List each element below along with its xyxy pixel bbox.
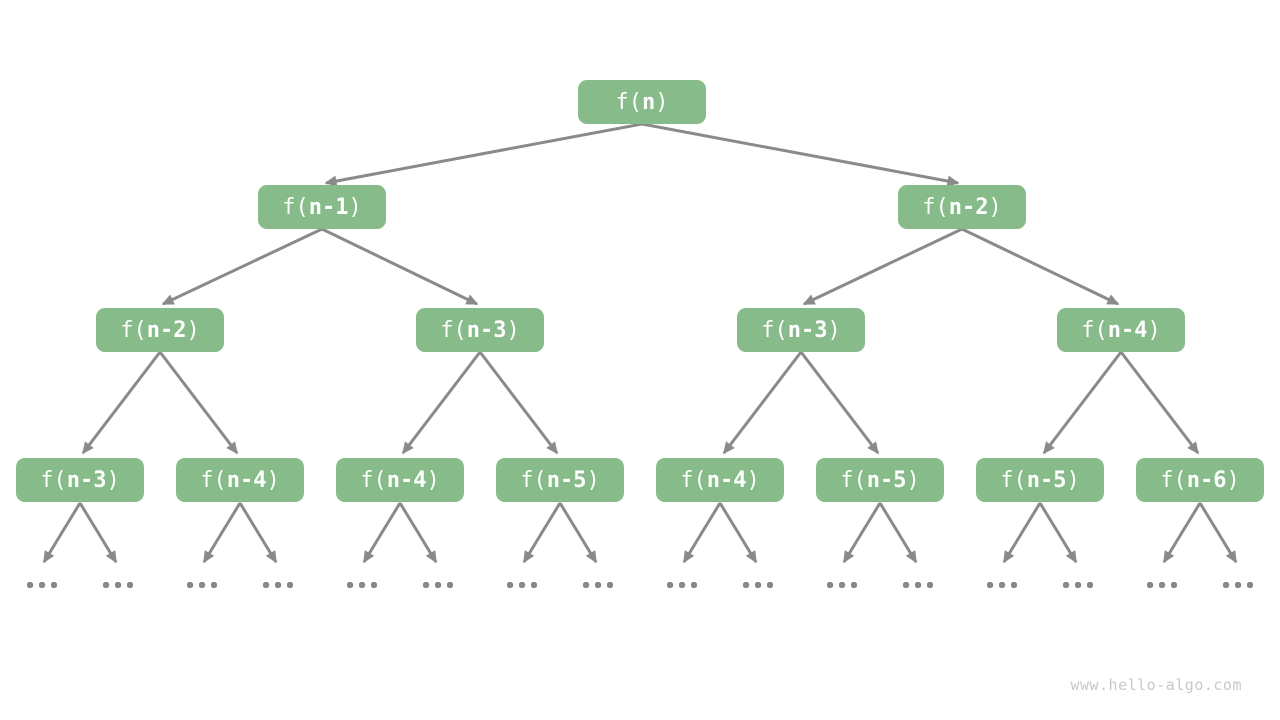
tree-node: f(n-3) — [737, 308, 865, 352]
node-label: f(n) — [615, 89, 669, 115]
edge — [682, 502, 722, 564]
edge — [161, 227, 323, 306]
node-label: f(n-4) — [200, 467, 280, 493]
edge — [324, 122, 643, 187]
tree-node: f(n-3) — [416, 308, 544, 352]
node-label: f(n-1) — [282, 194, 362, 220]
ellipsis — [347, 582, 377, 588]
ellipsis — [1063, 582, 1093, 588]
edge — [1119, 351, 1200, 455]
ellipsis — [903, 582, 933, 588]
tree-node: f(n-4) — [656, 458, 784, 502]
node-label: f(n-6) — [1160, 467, 1240, 493]
node-label: f(n-2) — [120, 317, 200, 343]
tree-node: f(n-5) — [816, 458, 944, 502]
tree-node: f(n-2) — [898, 185, 1026, 229]
edge — [321, 227, 479, 306]
edge — [1042, 351, 1123, 455]
edge — [238, 502, 278, 564]
edge — [842, 502, 882, 564]
tree-node: f(n-4) — [1057, 308, 1185, 352]
edge — [1038, 502, 1078, 564]
tree-node: f(n-5) — [976, 458, 1104, 502]
edge — [398, 502, 438, 564]
tree-node: f(n-1) — [258, 185, 386, 229]
ellipsis — [263, 582, 293, 588]
tree-node: f(n-5) — [496, 458, 624, 502]
edge — [961, 227, 1120, 306]
edge — [78, 502, 118, 564]
watermark: www.hello-algo.com — [1070, 676, 1242, 694]
edge — [81, 351, 162, 455]
ellipsis — [1147, 582, 1177, 588]
node-label: f(n-4) — [1081, 317, 1161, 343]
node-label: f(n-5) — [1000, 467, 1080, 493]
edge — [401, 351, 482, 455]
tree-node: f(n-3) — [16, 458, 144, 502]
edge — [1198, 502, 1238, 564]
edge — [362, 502, 402, 564]
node-label: f(n-3) — [440, 317, 520, 343]
edge — [1002, 502, 1042, 564]
ellipsis — [667, 582, 697, 588]
tree-node: f(n-2) — [96, 308, 224, 352]
tree-node: f(n-4) — [176, 458, 304, 502]
edge — [718, 502, 758, 564]
node-label: f(n-3) — [761, 317, 841, 343]
node-label: f(n-5) — [840, 467, 920, 493]
ellipsis — [1223, 582, 1253, 588]
edge — [478, 351, 559, 455]
ellipsis — [987, 582, 1017, 588]
ellipsis — [507, 582, 537, 588]
edge — [522, 502, 562, 564]
ellipsis — [743, 582, 773, 588]
ellipsis — [187, 582, 217, 588]
node-label: f(n-3) — [40, 467, 120, 493]
ellipsis — [27, 582, 57, 588]
tree-node: f(n-4) — [336, 458, 464, 502]
ellipsis — [103, 582, 133, 588]
tree-node: f(n) — [578, 80, 706, 124]
edge — [158, 351, 239, 455]
edge — [558, 502, 598, 564]
edge — [802, 227, 963, 306]
edge — [641, 122, 960, 187]
edge — [799, 351, 880, 455]
node-label: f(n-5) — [520, 467, 600, 493]
ellipsis — [583, 582, 613, 588]
edge — [42, 502, 82, 564]
edge — [878, 502, 918, 564]
tree-node: f(n-6) — [1136, 458, 1264, 502]
node-label: f(n-4) — [680, 467, 760, 493]
edge — [202, 502, 242, 564]
node-label: f(n-2) — [922, 194, 1002, 220]
ellipsis — [827, 582, 857, 588]
edge — [1162, 502, 1202, 564]
ellipsis — [423, 582, 453, 588]
node-label: f(n-4) — [360, 467, 440, 493]
edge — [722, 351, 803, 455]
